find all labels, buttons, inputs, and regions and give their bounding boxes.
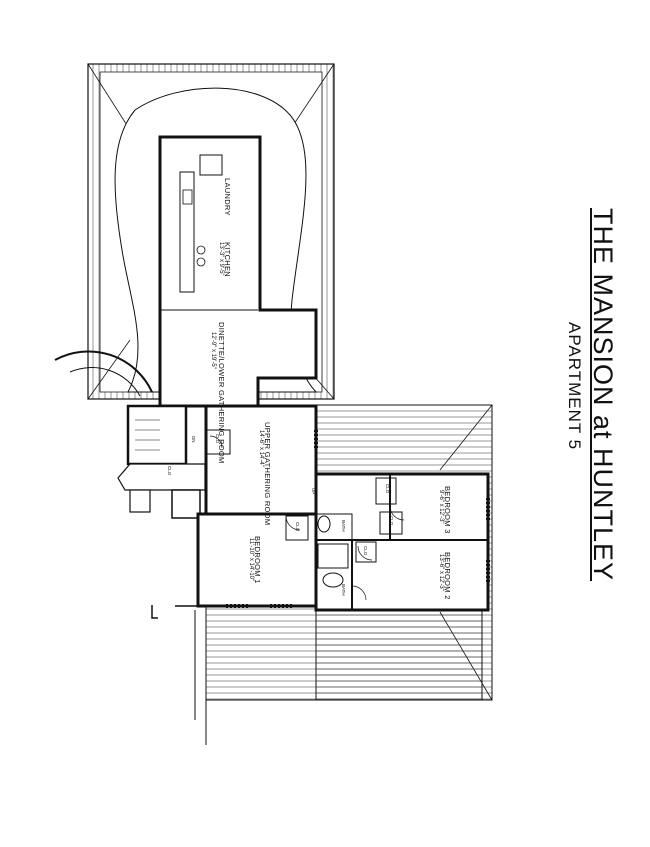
closet-label: CLO <box>167 466 172 476</box>
bedroom2-dims: 13'-6" x 12'-3" <box>438 554 444 591</box>
bedroom2-label: BEDROOM 2 <box>443 552 452 600</box>
closet-label: CLO <box>363 546 368 556</box>
drawing-title: THE MANSION at HUNTLEY <box>588 208 618 582</box>
porch-posts <box>151 605 198 619</box>
entry-stair <box>54 350 206 519</box>
closet-label: CLO <box>215 434 220 444</box>
main-block <box>196 404 490 612</box>
bedroom3-label: BEDROOM 3 <box>443 486 452 534</box>
laundry-label: LAUNDRY <box>223 178 232 216</box>
lower-roof <box>194 605 483 745</box>
dinette-dims: 12'-9" x 19'-5" <box>210 332 216 369</box>
kitchen-label: KITCHEN <box>223 242 232 278</box>
kitchen-wing <box>158 135 318 408</box>
stair-up-label: UP <box>311 488 316 495</box>
bath-b-label: BATH <box>341 584 346 596</box>
stair-down-label: DN <box>191 436 196 443</box>
upper-gathering-dims: 14'-6" x 14'-4" <box>258 430 264 467</box>
drawing-subtitle: APARTMENT 5 <box>565 322 584 451</box>
closet-label: CLO <box>295 522 300 532</box>
closet-label: CLO <box>389 516 394 526</box>
bedroom1-dims: 11'-10" x 14'-10" <box>248 538 254 582</box>
kitchen-dims: 13'-3" x 9'-5" <box>218 242 224 276</box>
bedroom3-dims: 9'-6" x 12'-3" <box>438 490 444 524</box>
closet-label: CLO <box>385 484 390 494</box>
upper-gathering-label: UPPER GATHERING ROOM <box>263 422 272 526</box>
bath-a-label: BATH <box>341 520 346 532</box>
bedroom1-label: BEDROOM 1 <box>253 536 262 584</box>
